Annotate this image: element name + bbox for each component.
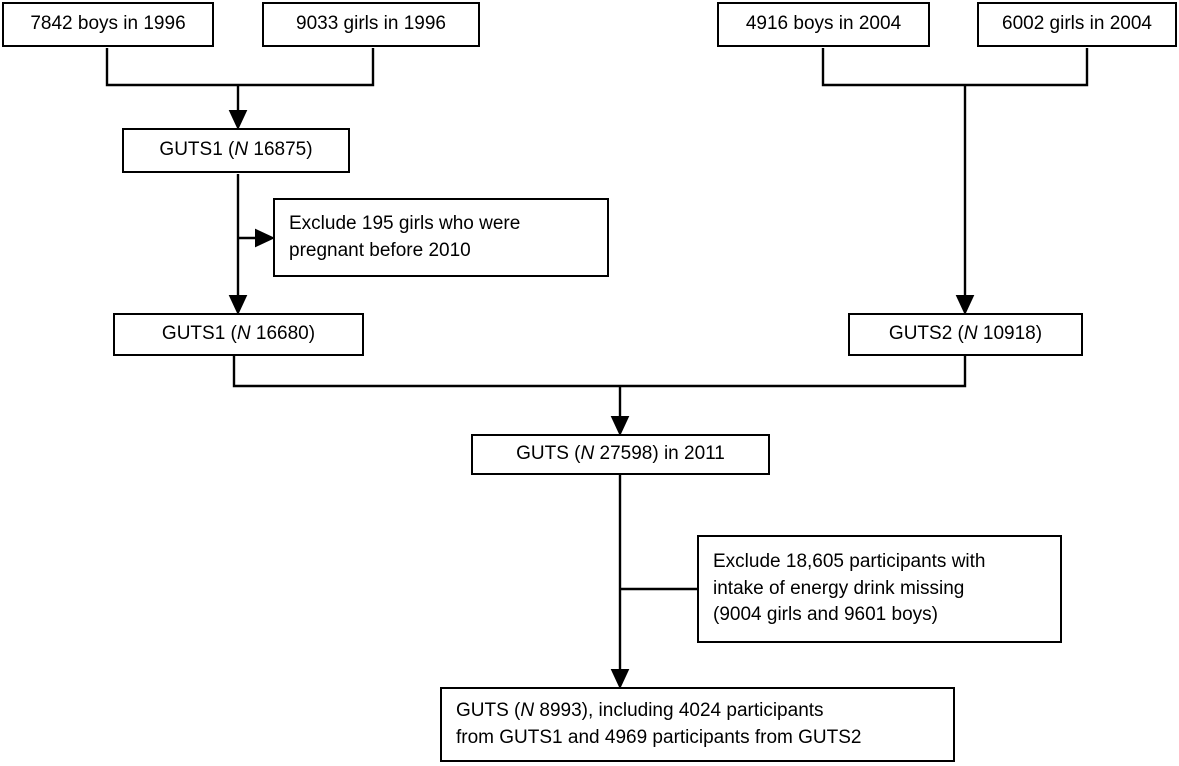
link-merge-join — [232, 356, 967, 388]
node-exclude-pregnant: Exclude 195 girls who were pregnant befo… — [273, 198, 609, 277]
node-boys-1996: 7842 boys in 1996 — [2, 2, 214, 47]
node-guts-27598: GUTS (N 27598) in 2011 — [471, 434, 770, 475]
node-guts1-16680: GUTS1 (N 16680) — [113, 313, 364, 356]
node-girls-2004: 6002 girls in 2004 — [977, 2, 1177, 47]
node-boys-1996-label: 7842 boys in 1996 — [30, 13, 186, 35]
node-guts2-10918-label: GUTS2 (N 10918) — [888, 323, 1043, 345]
node-guts2-10918: GUTS2 (N 10918) — [848, 313, 1083, 356]
node-exclude-pregnant-label: Exclude 195 girls who were pregnant befo… — [289, 212, 521, 261]
node-guts-27598-label: GUTS (N 27598) in 2011 — [516, 443, 725, 465]
node-guts1-16875-label: GUTS1 (N 16875) — [159, 139, 313, 161]
link-2004-join — [821, 48, 1089, 87]
node-exclude-energy-drink: Exclude 18,605 participants with intake … — [697, 535, 1062, 643]
node-girls-2004-label: 6002 girls in 2004 — [1002, 13, 1152, 35]
node-exclude-energy-drink-label: Exclude 18,605 participants with intake … — [713, 550, 986, 626]
node-girls-1996: 9033 girls in 1996 — [262, 2, 480, 47]
node-girls-1996-label: 9033 girls in 1996 — [296, 13, 446, 35]
node-boys-2004-label: 4916 boys in 2004 — [745, 13, 902, 35]
node-guts1-16680-label: GUTS1 (N 16680) — [161, 323, 316, 345]
link-1996-join — [105, 48, 375, 87]
node-boys-2004: 4916 boys in 2004 — [717, 2, 930, 47]
node-guts1-16875: GUTS1 (N 16875) — [122, 128, 350, 173]
node-guts-final-8993-label: GUTS (N 8993), including 4024 participan… — [456, 699, 862, 748]
node-guts-final-8993: GUTS (N 8993), including 4024 participan… — [440, 687, 955, 762]
